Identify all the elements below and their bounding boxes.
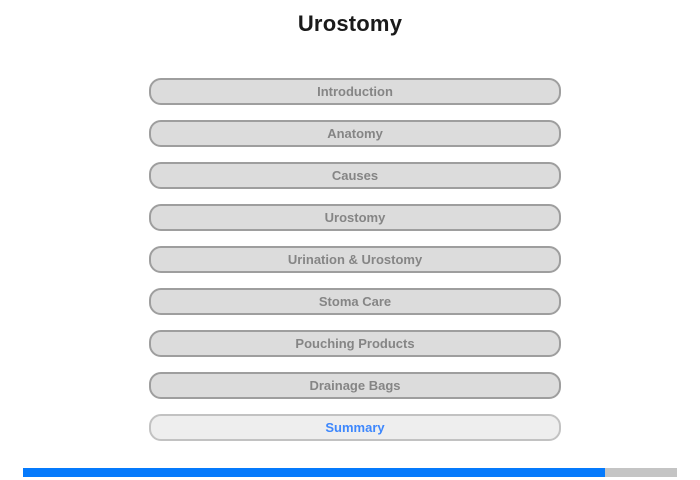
menu-button-drainage-bags[interactable]: Drainage Bags [149,372,561,399]
menu-button-introduction[interactable]: Introduction [149,78,561,105]
page-title: Urostomy [297,11,403,36]
menu-button-anatomy[interactable]: Anatomy [149,120,561,147]
menu-button-urostomy[interactable]: Urostomy [149,204,561,231]
menu-button-pouching-products[interactable]: Pouching Products [149,330,561,357]
menu-button-summary[interactable]: Summary [149,414,561,441]
menu-button-stoma-care[interactable]: Stoma Care [149,288,561,315]
progress-bar-fill [23,468,606,477]
menu-button-urination-urostomy[interactable]: Urination & Urostomy [149,246,561,273]
menu-button-causes[interactable]: Causes [149,162,561,189]
progress-bar-track[interactable] [23,468,677,477]
